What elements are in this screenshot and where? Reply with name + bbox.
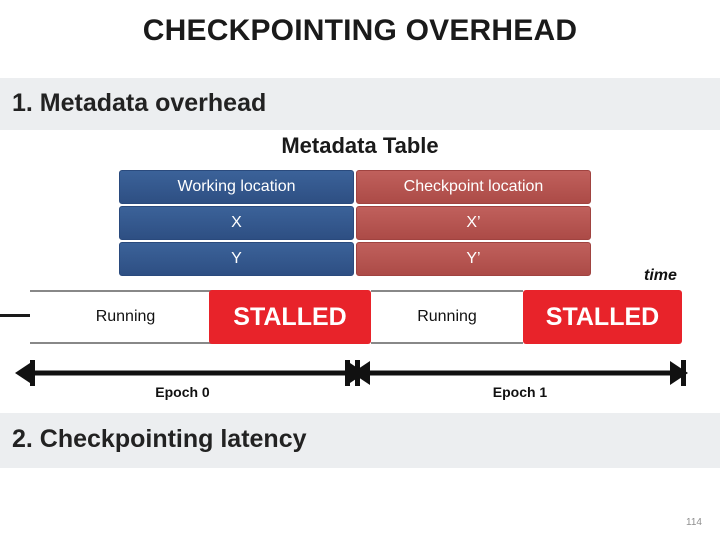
section-label-metadata-overhead: 1. Metadata overhead (12, 89, 267, 117)
cell-checkpoint-x: X’ (356, 206, 591, 240)
timeline: Running STALLED Running STALLED (0, 290, 720, 362)
epoch-label-1: Epoch 1 (492, 384, 548, 400)
epoch-arrows-svg (15, 360, 688, 386)
page-number: 114 (686, 517, 702, 528)
cell-working-x: X (119, 206, 354, 240)
timeline-segment-stalled-0: STALLED (209, 290, 371, 344)
section-band-metadata-overhead: 1. Metadata overhead (0, 78, 720, 130)
epoch-arrow-group: Epoch 0 Epoch 1 (0, 358, 720, 414)
metadata-table: Working location Checkpoint location X X… (119, 170, 591, 278)
timeline-segment-stalled-1: STALLED (523, 290, 682, 344)
cell-working-y: Y (119, 242, 354, 276)
timeline-segment-running-1: Running (371, 290, 523, 344)
section-band-checkpointing-latency: 2. Checkpointing latency (0, 413, 720, 468)
section-label-checkpointing-latency: 2. Checkpointing latency (12, 425, 307, 453)
table-row: Y Y’ (119, 242, 591, 276)
time-axis-label: time (644, 267, 677, 284)
column-header-checkpoint-location: Checkpoint location (356, 170, 591, 204)
table-row: X X’ (119, 206, 591, 240)
epoch-label-0: Epoch 0 (155, 384, 210, 400)
cell-checkpoint-y: Y’ (356, 242, 591, 276)
page-title: CHECKPOINTING OVERHEAD (142, 14, 578, 47)
column-header-working-location: Working location (119, 170, 354, 204)
table-header-row: Working location Checkpoint location (119, 170, 591, 204)
timeline-baseline-stub (0, 314, 30, 317)
metadata-table-caption: Metadata Table (281, 133, 439, 158)
timeline-segment-running-0: Running (30, 290, 221, 344)
